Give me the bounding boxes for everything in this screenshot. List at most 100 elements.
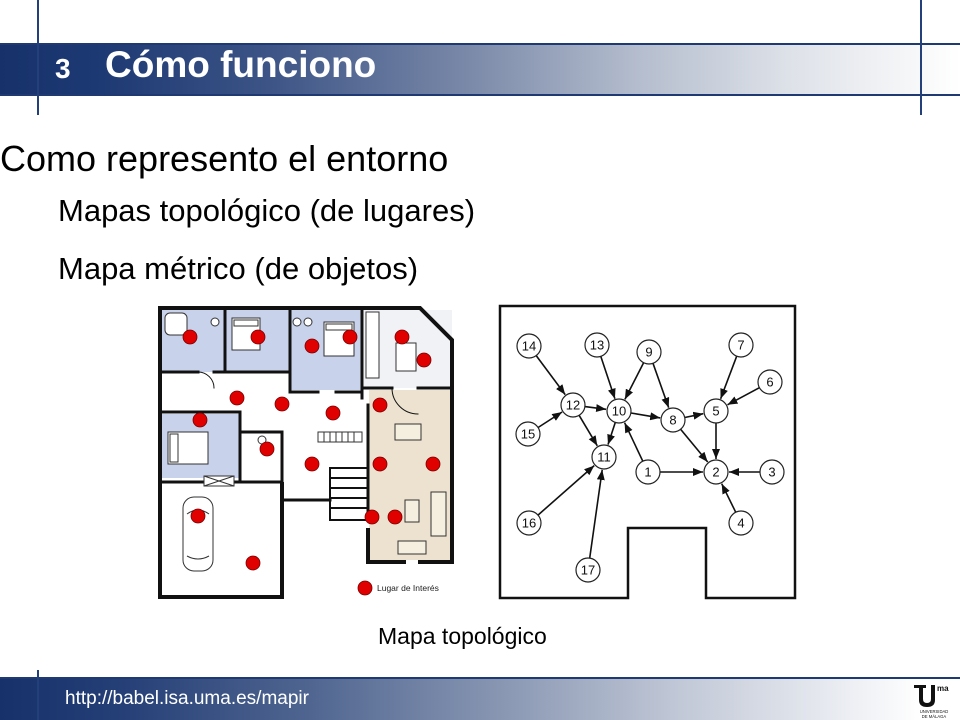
sink (292, 317, 302, 327)
graph-node-label: 9 (645, 345, 652, 360)
point-of-interest-marker (190, 508, 206, 524)
point-of-interest-marker (416, 352, 432, 368)
graph-node (636, 339, 662, 365)
graph-node (575, 557, 601, 583)
kitchen-counter (365, 311, 380, 379)
graph-node (560, 392, 586, 418)
graph-edge (588, 469, 605, 559)
graph-edge (727, 386, 760, 406)
graph-edge (537, 464, 595, 516)
graph-edge (600, 356, 616, 399)
graph-edge (624, 362, 645, 400)
footer-bar (0, 677, 960, 720)
graph-node-label: 3 (768, 465, 775, 480)
point-of-interest-marker (342, 329, 358, 345)
point-of-interest-marker (182, 329, 198, 345)
graph-node-label: 11 (597, 450, 611, 465)
car (182, 496, 214, 572)
point-of-interest-marker (394, 329, 410, 345)
point-of-interest-marker (372, 397, 388, 413)
point-of-interest-marker (304, 338, 320, 354)
dining-table (395, 342, 417, 372)
university-logo: ma UNIVERSIDAD DE MÁLAGA (914, 684, 949, 719)
point-of-interest-marker (425, 456, 441, 472)
topological-map-caption: Mapa topológico (378, 623, 547, 649)
metric-map-floor-plan: Lugar de Interés (155, 303, 465, 603)
point-of-interest-marker (259, 441, 275, 457)
graph-node-label: 8 (669, 413, 676, 428)
living-table (394, 423, 422, 441)
graph-edge (607, 422, 617, 445)
graph-edge (679, 428, 709, 463)
bullet-metric-map: Mapa métrico (de objetos) (58, 251, 419, 286)
legend-label: Lugar de Interés (377, 583, 439, 593)
bed-pillow (325, 323, 353, 331)
graph-edge (578, 414, 598, 447)
graph-node (757, 369, 783, 395)
sink (303, 317, 313, 327)
graph-node (606, 398, 632, 424)
armchair (397, 540, 427, 555)
graph-node (703, 459, 729, 485)
graph-edge (684, 411, 704, 420)
graph-node-label: 15 (521, 427, 535, 442)
door-swing (197, 371, 215, 389)
graph-node (759, 459, 785, 485)
point-of-interest-marker (250, 329, 266, 345)
interior-wall (158, 410, 242, 482)
graph-edge (584, 404, 607, 413)
floor-plan-walls (158, 306, 454, 599)
graph-edge (720, 483, 737, 513)
graph-node-label: 5 (712, 404, 719, 419)
point-of-interest-marker (304, 456, 320, 472)
point-of-interest-marker (245, 555, 261, 571)
coffee-table (404, 499, 420, 523)
graph-node-label: 10 (612, 404, 626, 419)
bed-pillow (169, 433, 179, 463)
floor-plan-furniture (164, 311, 447, 572)
floor-plan-legend: Lugar de Interés (357, 580, 439, 596)
door-swing (391, 387, 419, 415)
graph-edge (535, 355, 566, 396)
logo-text-line: UNIVERSIDAD (920, 709, 949, 714)
points-of-interest (182, 329, 441, 571)
point-of-interest-marker (364, 509, 380, 525)
graph-node-label: 4 (737, 516, 744, 531)
interior-wall (238, 430, 284, 484)
logo-u-mark (914, 685, 935, 707)
graph-node (516, 333, 542, 359)
footer-url-link[interactable]: http://babel.isa.uma.es/mapir (65, 688, 309, 709)
graph-node (728, 510, 754, 536)
graph-node-label: 6 (766, 375, 773, 390)
graph-edge (719, 355, 738, 400)
graph-node (515, 421, 541, 447)
outer-wall (158, 306, 284, 599)
graph-node (635, 459, 661, 485)
section-number: 3 (55, 53, 71, 84)
footer-left-rule (37, 670, 39, 720)
piano (317, 431, 363, 443)
point-of-interest-marker (325, 405, 341, 421)
title-bar-left-rule (37, 0, 39, 115)
graph-node (591, 444, 617, 470)
graph-node (703, 398, 729, 424)
environment-outline (498, 304, 797, 600)
sink (210, 317, 220, 327)
garage-door-cross (203, 475, 235, 487)
sofa (430, 491, 447, 537)
graph-node-label: 1 (644, 465, 651, 480)
graph-node (516, 510, 542, 536)
interior-wall (280, 480, 332, 502)
point-of-interest-marker (387, 509, 403, 525)
graph-node-label: 7 (737, 338, 744, 353)
point-of-interest-marker (372, 456, 388, 472)
outer-wall (366, 528, 406, 564)
bed-pillow (233, 319, 259, 327)
body-heading: Como represento el entorno (0, 138, 449, 179)
graph-edge (623, 422, 644, 462)
graph-edge (652, 363, 670, 408)
graph-node (728, 332, 754, 358)
point-of-interest-marker (192, 412, 208, 428)
bathtub (164, 312, 188, 336)
